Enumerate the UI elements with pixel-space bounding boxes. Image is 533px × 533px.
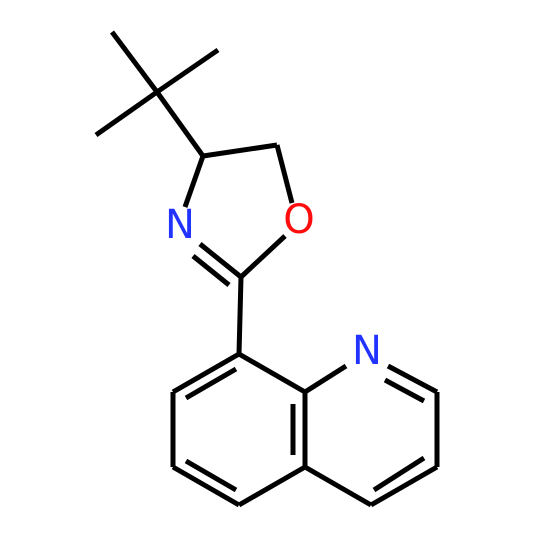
bond-c6-c5q-inner bbox=[184, 458, 238, 493]
bond-tbu-methyl-3 bbox=[94, 89, 159, 138]
atom-o-oxazoline: O bbox=[283, 197, 314, 243]
bond-c8-c7 bbox=[171, 351, 241, 395]
atom-labels: N O N bbox=[165, 197, 382, 374]
bond-tbu-methyl-1 bbox=[110, 30, 159, 94]
bond-n-c4 bbox=[182, 155, 206, 208]
bond-c5-o bbox=[274, 144, 295, 204]
bond-o-c2 bbox=[239, 234, 287, 279]
atom-n-oxazoline: N bbox=[165, 202, 195, 248]
bond-c8-c7-inner bbox=[184, 366, 238, 401]
bond-c2-n-double-b bbox=[191, 254, 231, 287]
bond-c3q-c4q bbox=[369, 464, 439, 508]
bond-c6-c5q bbox=[171, 464, 241, 508]
bond-c8a-n1 bbox=[303, 363, 348, 395]
bond-c8a-c8 bbox=[237, 351, 307, 395]
bond-c3q-c4q-inner bbox=[372, 455, 426, 493]
atom-n-quinoline: N bbox=[352, 328, 382, 374]
bonds bbox=[94, 30, 440, 508]
bond-c5q-c4a bbox=[237, 464, 307, 508]
bond-tbu-c4 bbox=[154, 90, 206, 158]
bond-c2-c8 bbox=[236, 276, 244, 355]
bond-c2-n-double-a bbox=[198, 242, 243, 279]
bond-n1-c2q-inner bbox=[383, 377, 426, 404]
bond-c4q-c4a bbox=[303, 464, 373, 508]
bond-n1-c2q bbox=[386, 363, 439, 395]
bond-tbu-methyl-2 bbox=[155, 47, 220, 95]
bond-c4-c5 bbox=[202, 142, 278, 159]
